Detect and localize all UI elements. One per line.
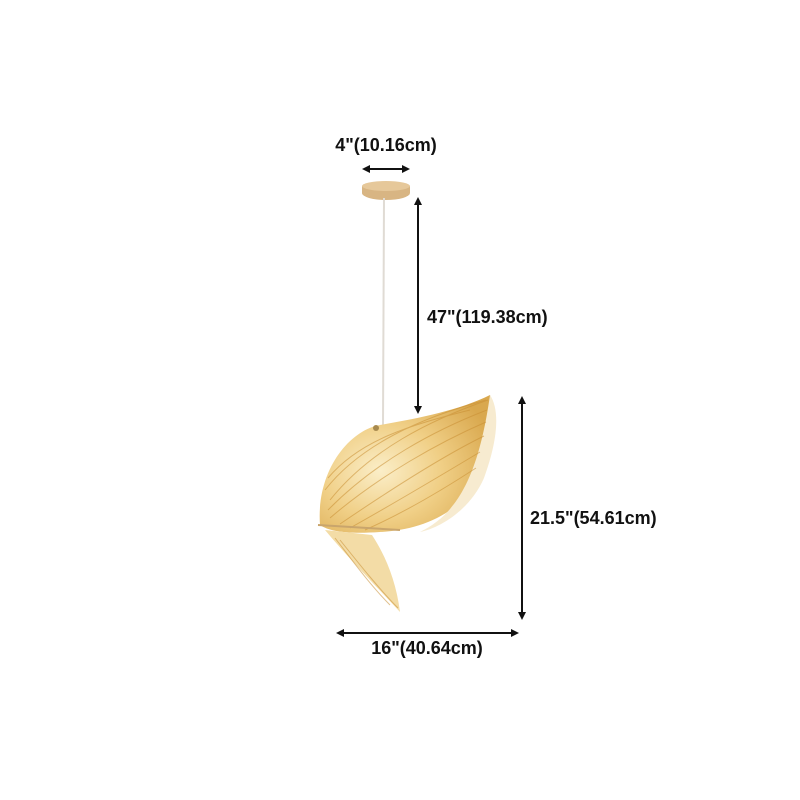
canopy-width-label: 4"(10.16cm) bbox=[335, 135, 437, 155]
ceiling-canopy bbox=[362, 181, 410, 200]
leaf-pendant-shade bbox=[317, 395, 497, 612]
shade-height-label: 21.5"(54.61cm) bbox=[530, 508, 657, 528]
shade-width-label: 16"(40.64cm) bbox=[371, 638, 483, 658]
cord-length-label: 47"(119.38cm) bbox=[427, 307, 548, 327]
suspension-cord bbox=[382, 197, 385, 426]
